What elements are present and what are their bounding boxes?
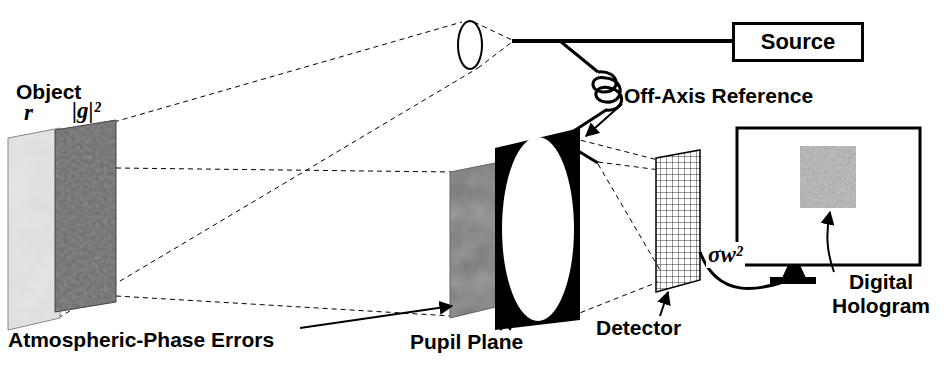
- figure-label: Atmospheric-Phase Errors: [8, 328, 274, 352]
- figure-label: |g|²: [72, 98, 101, 124]
- figure-label: σw²: [706, 242, 745, 268]
- source-box: Source: [732, 22, 864, 62]
- figure-label: r: [24, 100, 33, 126]
- figure-label: Off-Axis Reference: [624, 84, 813, 108]
- node-label: Source: [761, 29, 836, 55]
- figure-label: Digital Hologram: [820, 270, 942, 318]
- figure-label: Pupil Plane: [410, 330, 523, 354]
- figure-label: Detector: [596, 316, 681, 340]
